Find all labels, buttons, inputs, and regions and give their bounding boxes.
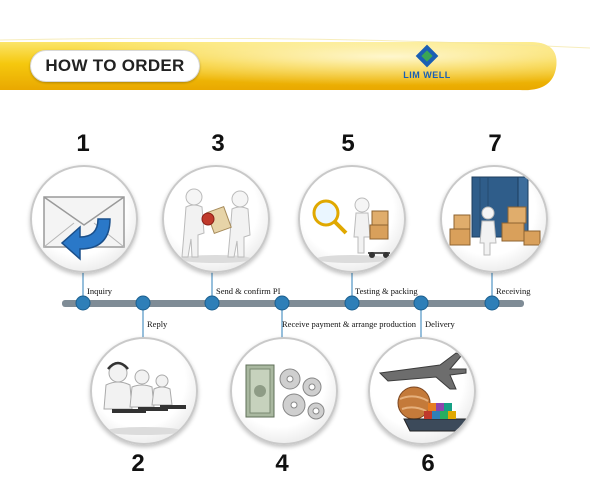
logo-text: LIM WELL — [403, 70, 451, 80]
timeline-node-5 — [344, 295, 360, 311]
handshake-document-icon — [180, 188, 252, 263]
step-image-4 — [230, 337, 338, 445]
limwell-logo-icon — [415, 44, 439, 68]
money-gears-icon — [245, 364, 325, 420]
step-image-3 — [162, 165, 270, 273]
step-label-3: Send & confirm PI — [216, 286, 281, 296]
step-number-3: 3 — [211, 130, 225, 157]
page-title: HOW TO ORDER — [30, 50, 200, 82]
step-label-2: Reply — [147, 319, 168, 329]
step-number-2: 2 — [131, 450, 145, 477]
timeline-node-4 — [274, 295, 290, 311]
timeline-node-3 — [204, 295, 220, 311]
step-image-7 — [440, 165, 548, 273]
step-label-5: Testing & packing — [355, 286, 418, 296]
step-number-1: 1 — [76, 130, 90, 157]
plane-ship-icon — [378, 352, 467, 432]
timeline-node-2 — [135, 295, 151, 311]
step-number-6: 6 — [421, 450, 435, 477]
step-image-6 — [368, 337, 476, 445]
step-label-4: Receive payment & arrange production — [282, 319, 417, 329]
step-image-2 — [90, 337, 198, 445]
step-image-1 — [30, 165, 138, 273]
step-label-1: Inquiry — [87, 286, 113, 296]
step-number-7: 7 — [488, 130, 502, 157]
timeline-node-7 — [484, 295, 500, 311]
container-boxes-icon — [449, 176, 541, 256]
step-number-5: 5 — [341, 130, 355, 157]
step-image-5 — [298, 165, 406, 273]
inspection-packing-icon — [312, 197, 390, 263]
call-center-icon — [103, 361, 186, 435]
step-number-4: 4 — [275, 450, 289, 477]
step-label-7: Receiving — [496, 286, 531, 296]
timeline-node-6 — [413, 295, 429, 311]
envelope-icon — [43, 196, 125, 261]
timeline-node-1 — [75, 295, 91, 311]
timeline-bar — [62, 300, 524, 307]
step-label-6: Delivery — [425, 319, 455, 329]
